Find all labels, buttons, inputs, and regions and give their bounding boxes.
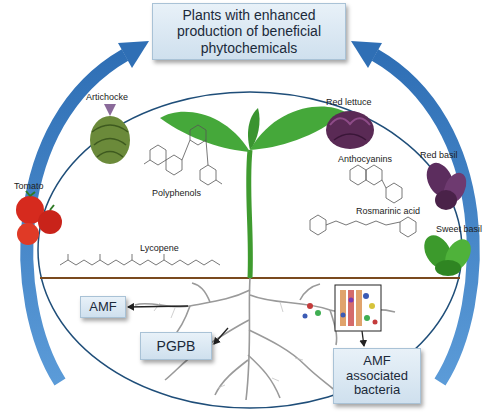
plant-label: Lycopene	[140, 243, 179, 253]
cycle-arrow	[375, 55, 473, 382]
plant-label: Anthocyanins	[338, 154, 392, 164]
arrow-head	[118, 41, 149, 68]
text-box: Plants with enhanced production of benef…	[152, 3, 346, 60]
text-box: PGPB	[140, 332, 212, 360]
chemical-structure	[60, 125, 416, 265]
plant-label: Red basil	[420, 150, 458, 160]
cycle-arrow	[27, 55, 125, 382]
box-text: PGPB	[157, 338, 196, 354]
red-basil-image	[422, 159, 471, 210]
leader-line	[214, 328, 228, 344]
plant-label: Artichocke	[86, 92, 128, 102]
arrow-head	[351, 41, 382, 68]
sweet-basil-image	[419, 230, 476, 276]
leader-line	[128, 306, 188, 307]
plant-label: Tomato	[14, 181, 44, 191]
box-content: AMF	[89, 300, 116, 315]
text-box: AMF associated bacteria	[333, 348, 421, 404]
tomato-image	[16, 191, 62, 245]
red-lettuce-image	[326, 111, 374, 149]
box-content: Plants with enhanced production of benef…	[153, 7, 345, 55]
box-content: PGPB	[157, 338, 196, 354]
leader-line	[362, 331, 364, 346]
inset-bacteria	[303, 285, 382, 331]
enclosing-circle	[38, 92, 462, 408]
fine-roots	[154, 302, 362, 388]
box-text: Plants with enhanced production of benef…	[153, 7, 345, 55]
box-text: AMF associated bacteria	[334, 354, 420, 399]
plant-label: Red lettuce	[326, 97, 372, 107]
artichoke-image	[90, 104, 130, 164]
box-content: AMF associated bacteria	[334, 354, 420, 399]
plant-label: Rosmarinic acid	[356, 206, 420, 216]
text-box: AMF	[80, 296, 126, 318]
plant-label: Polyphenols	[152, 188, 201, 198]
plant-label: Sweet basil	[436, 224, 482, 234]
box-text: AMF	[89, 300, 116, 315]
